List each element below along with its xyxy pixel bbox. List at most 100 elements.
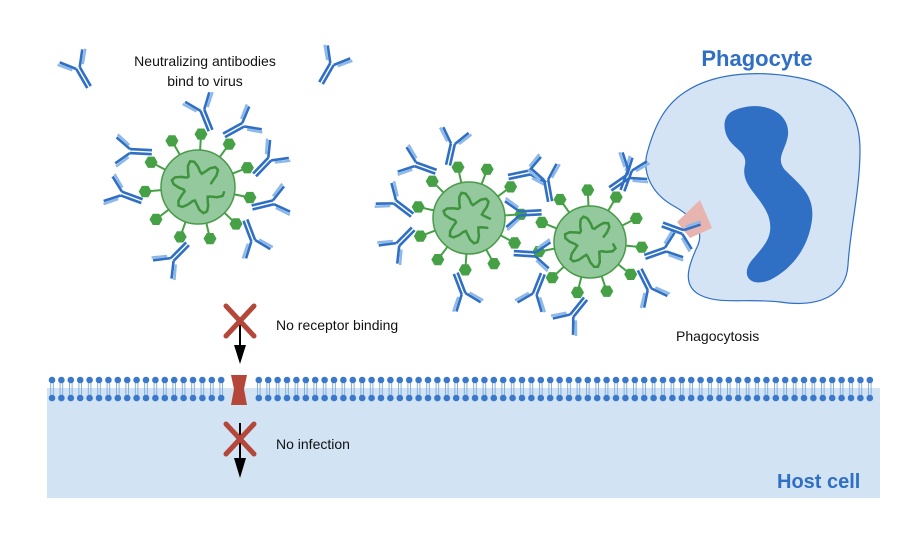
phospholipid <box>509 376 516 402</box>
phospholipid <box>255 376 263 402</box>
phospholipid <box>293 376 300 402</box>
phospholipid <box>123 376 131 402</box>
phospholipid <box>217 376 225 402</box>
phagocyte-icon <box>645 73 861 304</box>
phospholipid <box>170 376 178 402</box>
phospholipid <box>434 376 441 402</box>
phospholipid <box>518 376 526 402</box>
antibody-icon <box>222 103 263 139</box>
phagocyte-label: Phagocyte <box>701 46 812 71</box>
phospholipid <box>706 376 714 402</box>
phospholipid <box>565 376 573 402</box>
phospholipid <box>86 376 93 402</box>
virus-icon <box>532 184 649 299</box>
phospholipid <box>857 376 864 402</box>
phospholipid <box>415 376 422 402</box>
phospholipid <box>546 376 554 402</box>
phospholipid <box>528 376 535 402</box>
antibodies-label-line2: bind to virus <box>167 73 242 89</box>
phospholipid <box>368 376 375 402</box>
phospholipid <box>443 376 451 402</box>
phospholipid <box>772 376 780 402</box>
virus-icon <box>411 161 528 276</box>
host-cell <box>47 388 880 498</box>
phospholipid <box>716 376 723 402</box>
phospholipid <box>838 376 845 402</box>
phospholipid <box>763 376 770 402</box>
antibody-icon <box>114 133 153 168</box>
phospholipid <box>274 376 281 402</box>
antibody-icon <box>661 220 702 253</box>
phospholipid <box>490 376 498 402</box>
phospholipid <box>95 376 103 402</box>
host-cell-label: Host cell <box>777 471 860 493</box>
phospholipid <box>744 376 751 402</box>
antibody-icon <box>374 180 415 218</box>
cross-icon <box>223 303 257 339</box>
antibodies-label-line1: Neutralizing antibodies <box>134 53 276 69</box>
antibody-icon <box>103 173 144 206</box>
antibody-icon <box>151 241 190 281</box>
phospholipid <box>659 376 667 402</box>
phospholipid <box>828 376 836 402</box>
phospholipid <box>377 376 385 402</box>
phospholipid <box>152 376 159 402</box>
phospholipid <box>76 376 84 402</box>
antibody-icon <box>514 272 547 313</box>
phospholipid <box>537 376 545 402</box>
phospholipid <box>612 376 620 402</box>
phospholipid <box>631 376 639 402</box>
phospholipid <box>781 376 789 402</box>
antibody-icon <box>438 126 473 166</box>
phospholipid <box>67 376 75 402</box>
phospholipid <box>358 376 366 402</box>
phospholipid <box>264 376 272 402</box>
phospholipid <box>311 376 319 402</box>
phospholipid <box>396 376 404 402</box>
phospholipid <box>791 376 798 402</box>
phospholipid <box>866 376 874 402</box>
phospholipid <box>593 376 601 402</box>
phospholipid <box>142 376 150 402</box>
phospholipid <box>819 376 827 402</box>
phospholipid <box>189 376 197 402</box>
phospholipid <box>678 376 686 402</box>
phospholipid <box>622 376 629 402</box>
blocked-binding-marker <box>223 303 257 364</box>
phospholipid <box>58 376 65 402</box>
phospholipid <box>687 376 695 402</box>
phospholipid <box>481 376 488 402</box>
antibody-icon <box>252 138 291 178</box>
phospholipid <box>800 376 808 402</box>
no-receptor-binding-label: No receptor binding <box>276 317 398 333</box>
antibody-icon <box>241 218 274 259</box>
antibody-icon <box>550 296 589 336</box>
antibody-icon <box>182 91 214 132</box>
phospholipid <box>161 376 169 402</box>
phospholipid <box>283 376 291 402</box>
phospholipid <box>387 376 394 402</box>
phospholipid <box>462 376 469 402</box>
no-infection-label: No infection <box>276 436 350 452</box>
antibody-icon <box>618 151 651 192</box>
phospholipid <box>725 376 733 402</box>
phospholipid <box>452 376 460 402</box>
phospholipid <box>810 376 817 402</box>
antibody-icon <box>504 197 542 232</box>
phospholipid <box>330 376 338 402</box>
phospholipid <box>499 376 507 402</box>
receptor-icon <box>231 375 247 405</box>
antibody-icon <box>377 226 416 266</box>
phospholipid <box>603 376 610 402</box>
phospholipid <box>847 376 855 402</box>
antibody-icon <box>397 144 438 177</box>
antibody-icon <box>318 44 353 85</box>
blocked-infection-marker <box>223 421 257 478</box>
phospholipid <box>556 376 563 402</box>
phospholipid <box>471 376 479 402</box>
phospholipid <box>424 376 432 402</box>
antibody-icon <box>643 229 684 262</box>
cell-membrane <box>48 376 874 402</box>
phospholipid <box>302 376 310 402</box>
